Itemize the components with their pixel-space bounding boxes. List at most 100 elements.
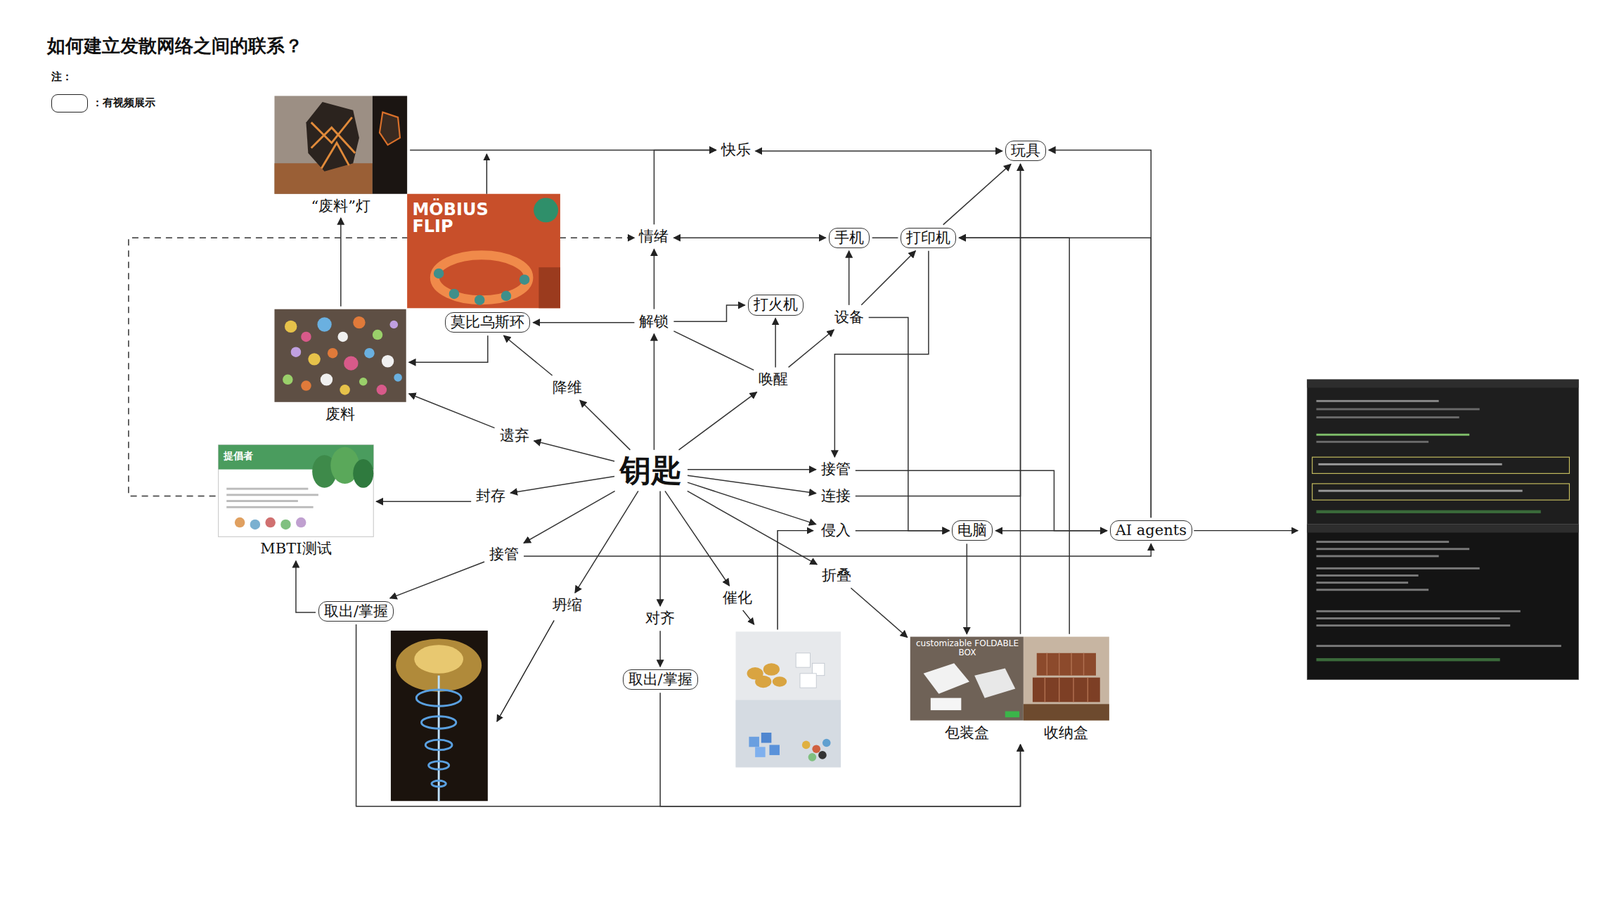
illustration-shape xyxy=(320,373,333,386)
product-print: customizable FOLDABLE BOX xyxy=(913,639,1022,658)
node-label: 遗弃 xyxy=(499,426,530,445)
note-mark: 注： xyxy=(51,70,73,84)
illustration-shape xyxy=(795,653,810,668)
concept-word: 坍缩 xyxy=(550,595,585,615)
connector xyxy=(1048,149,1152,518)
illustration-shape xyxy=(352,459,374,488)
fractal-image xyxy=(390,630,488,801)
illustration-shape xyxy=(802,740,811,750)
illustration-shape xyxy=(748,736,760,748)
illustration-shape xyxy=(1193,530,1298,531)
connector xyxy=(958,237,1070,635)
mbti-screenshot xyxy=(218,444,374,538)
illustration-shape xyxy=(772,676,787,687)
connector xyxy=(966,543,969,634)
illustration-shape xyxy=(1315,510,1541,514)
illustration-shape xyxy=(1312,456,1570,474)
node-label: 莫比乌斯环 xyxy=(450,313,525,332)
illustration-shape xyxy=(497,620,554,722)
illustration-shape xyxy=(425,739,453,751)
illustration-shape xyxy=(339,384,351,396)
photo-caption: 废料 xyxy=(323,405,358,424)
illustration-shape xyxy=(364,347,375,359)
illustration-shape xyxy=(818,750,827,760)
illustration-shape xyxy=(434,255,529,301)
illustration-shape xyxy=(486,153,488,195)
illustration-shape xyxy=(393,373,403,382)
illustration-shape xyxy=(1032,677,1101,703)
catalysis-render xyxy=(736,631,842,767)
illustration-shape xyxy=(761,732,772,744)
connector xyxy=(755,150,1003,152)
photo-caption: MBTI测试 xyxy=(257,539,334,558)
connector xyxy=(687,475,817,493)
illustration-shape xyxy=(1315,567,1480,570)
node-label: 解锁 xyxy=(639,312,669,331)
illustration-shape xyxy=(1315,554,1439,557)
illustration-shape xyxy=(234,517,246,528)
illustration-shape xyxy=(337,331,348,343)
node-label: 情绪 xyxy=(639,227,669,246)
node-label: 封存 xyxy=(475,487,506,505)
concept-word: 封存 xyxy=(473,486,508,506)
illustration-shape xyxy=(1306,524,1579,680)
illustration-shape xyxy=(974,668,1016,699)
illustration-shape xyxy=(421,716,456,729)
connector xyxy=(659,630,661,667)
illustration-shape xyxy=(736,700,842,768)
connector xyxy=(534,440,616,462)
illustration-shape xyxy=(1315,617,1500,620)
node-label: 侵入 xyxy=(821,521,851,540)
illustration-shape xyxy=(1315,400,1439,403)
illustration-shape xyxy=(274,95,372,194)
illustration-shape xyxy=(428,761,450,770)
foldable-box-photo xyxy=(910,636,1024,721)
concept-word: 对齐 xyxy=(643,608,677,628)
connector xyxy=(673,236,826,239)
illustration-shape xyxy=(389,320,398,329)
node-label: 对齐 xyxy=(645,609,675,628)
photo-node: MBTI测试 xyxy=(218,444,374,559)
concept-word: 催化 xyxy=(720,588,755,608)
connector xyxy=(295,560,316,613)
illustration-shape xyxy=(372,95,408,194)
concept-word: 情绪 xyxy=(636,227,671,247)
illustration-shape xyxy=(431,780,446,787)
illustration-shape xyxy=(291,346,302,358)
illustration-shape xyxy=(923,662,970,694)
waste-photo xyxy=(274,309,406,403)
node-label: 钥匙 xyxy=(620,452,682,489)
video-box: AI agents xyxy=(1110,520,1193,541)
node-label: 手机 xyxy=(834,229,864,247)
concept-word: 连接 xyxy=(818,486,853,506)
connector xyxy=(868,317,950,531)
illustration-shape xyxy=(226,506,313,509)
concept-word: 遗弃 xyxy=(497,426,532,445)
concept-word: 接管 xyxy=(487,544,521,564)
connector xyxy=(943,163,1011,225)
illustration-shape xyxy=(763,662,780,675)
connector xyxy=(653,248,656,309)
illustration-shape xyxy=(1318,463,1502,466)
storage-box-photo xyxy=(1023,636,1110,721)
illustration-shape xyxy=(769,744,780,756)
connector xyxy=(861,250,916,306)
illustration-shape xyxy=(343,355,358,370)
illustration-shape xyxy=(282,374,294,386)
illustration-shape xyxy=(1315,588,1429,591)
lamp-photo xyxy=(274,95,408,194)
connector xyxy=(995,530,1107,532)
node-label: 接管 xyxy=(489,545,519,564)
illustration-shape xyxy=(300,331,312,343)
illustration-shape xyxy=(280,519,292,531)
connector xyxy=(848,250,850,306)
illustration-shape xyxy=(376,384,388,396)
video-box: 打火机 xyxy=(747,294,804,315)
illustration-shape xyxy=(808,752,817,762)
illustration-shape xyxy=(305,101,359,172)
illustration-shape xyxy=(755,675,772,688)
connector xyxy=(665,490,730,586)
illustration-shape xyxy=(1044,653,1088,703)
illustration-shape xyxy=(327,347,339,359)
illustration-shape xyxy=(1315,440,1429,443)
